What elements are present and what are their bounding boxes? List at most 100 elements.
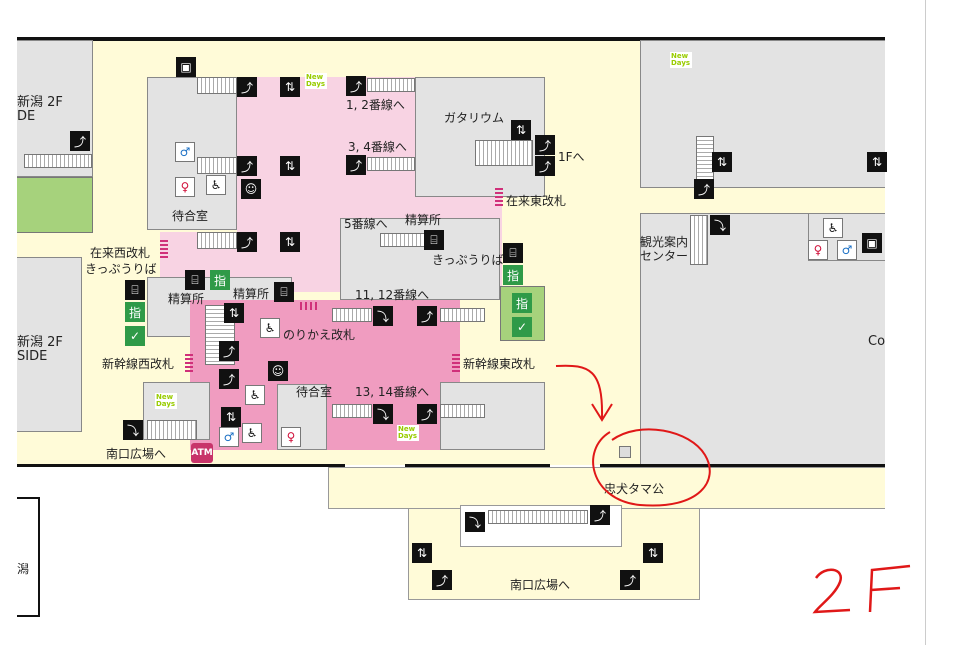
male-toilet-icon: ♂ [175, 142, 195, 162]
page-right-border [925, 0, 926, 645]
shinkansen-west-gate-label: 新幹線西改札 [102, 357, 175, 371]
stairs-icon: ⤴ [237, 232, 257, 252]
south-west-stairs [147, 420, 197, 440]
tracks-13-14-label: 13, 14番線へ [355, 385, 430, 399]
gatarium-stairs [475, 140, 533, 166]
stairs-icon: ⤴ [535, 135, 555, 155]
male-toilet-icon: ♂ [837, 240, 857, 260]
fare-adjust-label: 精算所 [233, 287, 270, 301]
waiting-room-south-label: 待合室 [296, 385, 333, 399]
north-wall [17, 37, 885, 41]
east-escalator [690, 215, 708, 265]
newdays-logo: New Days [397, 425, 419, 441]
stairs-icon: ⤴ [219, 369, 239, 389]
reserved-seat-icon: 指 [125, 302, 145, 322]
tracks-11-12-label: 11, 12番線へ [355, 288, 430, 302]
newdays-logo: New Days [305, 73, 327, 89]
escalator-icon: ⤵ [465, 512, 485, 532]
west-building-label: 新潟 2F DE [17, 95, 63, 124]
transfer-gate-label: のりかえ改札 [283, 328, 356, 342]
locker-icon: ▣ [176, 57, 196, 77]
fare-adjust-label: 精算所 [168, 292, 205, 306]
wheelchair-icon: ♿ [206, 175, 226, 195]
south-wall [600, 464, 885, 467]
escalator-icon: ⤴ [417, 306, 437, 326]
male-toilet-icon: ♂ [219, 427, 239, 447]
ticket-machine-icon: ⌸ [503, 243, 523, 263]
stairs-icon: ⤴ [237, 156, 257, 176]
escalator-icon: ⤴ [346, 76, 366, 96]
green-counter-icon: ✓ [512, 317, 532, 337]
reserved-seat-icon: 指 [512, 293, 532, 313]
escalator-13-14 [332, 404, 372, 418]
waiting-room-north-label: 待合室 [172, 209, 209, 223]
wheelchair-icon: ♿ [245, 385, 265, 405]
southwest-building-label: 潟 [17, 562, 30, 576]
stairs-icon: ⤴ [694, 179, 714, 199]
female-toilet-icon: ♀ [175, 177, 195, 197]
stairs-icon: ⤴ [535, 156, 555, 176]
ticket-office-west-label: きっぷうりば [85, 262, 157, 276]
escalator-13-14b [440, 404, 485, 418]
elevator-icon: ⇅ [224, 303, 244, 323]
stairs-icon: ⤴ [219, 341, 239, 361]
red-circle [592, 428, 711, 507]
south-escalator [488, 510, 588, 524]
escalator-icon: ⤵ [123, 420, 143, 440]
ticket-machine-icon: ⌸ [125, 280, 145, 300]
fare-adjust-icon: ⌸ [185, 270, 205, 290]
stairs-1-2 [197, 77, 237, 94]
transfer-gate [300, 302, 320, 310]
fare-adjust-icon: ⌸ [274, 282, 294, 302]
tama-statue-label: 忠犬タマ公 [604, 482, 665, 496]
wheelchair-icon: ♿ [242, 423, 262, 443]
shinkansen-west-gate [185, 354, 193, 372]
south-waiting-block [277, 384, 327, 450]
elevator-icon: ⇅ [712, 152, 732, 172]
west-building-lower-label: 新潟 2F SIDE [17, 335, 63, 364]
elevator-icon: ⇅ [280, 156, 300, 176]
escalator-icon: ⤵ [710, 215, 730, 235]
newdays-logo: New Days [670, 52, 692, 68]
escalator-icon: ⤴ [70, 131, 90, 151]
elevator-icon: ⇅ [280, 77, 300, 97]
elevator-icon: ⇅ [412, 543, 432, 563]
stairs-3-4 [197, 157, 237, 174]
west-green-area [17, 177, 93, 233]
stairs-icon: ⤴ [620, 570, 640, 590]
elevator-icon: ⇅ [867, 152, 887, 172]
gatarium-label: ガタリウム [444, 111, 505, 125]
escalator-icon: ⤵ [373, 306, 393, 326]
tourist-info-label: 観光案内 センター [640, 235, 689, 263]
elevator-icon: ⇅ [511, 120, 531, 140]
red-arrow [555, 364, 613, 422]
east-partial-label: Co [868, 334, 886, 349]
tracks-5-label: 5番線へ [344, 217, 388, 231]
atm-icon[interactable]: ATM [191, 443, 213, 463]
green-counter-icon: ✓ [125, 326, 145, 346]
south-plaza-center-label: 南口広場へ [510, 578, 571, 592]
south-plaza-west-label: 南口広場へ [106, 447, 167, 461]
locker-icon: ▣ [862, 233, 882, 253]
escalator-icon: ⤴ [417, 404, 437, 424]
tama-statue-marker [619, 446, 631, 458]
fare-adjust-label: 精算所 [405, 213, 442, 227]
escalator-11-12 [332, 308, 372, 322]
stairs-5 [197, 232, 237, 249]
elevator-icon: ⇅ [643, 543, 663, 563]
shinkansen-east-gate [452, 354, 460, 372]
elevator-icon: ⇅ [280, 232, 300, 252]
central-mid-block [340, 218, 500, 300]
reserved-seat-icon: 指 [210, 270, 230, 290]
zairai-west-gate-label: 在来西改札 [90, 246, 151, 260]
escalator-icon: ⤴ [346, 155, 366, 175]
zairai-east-gate-label: 在来東改札 [506, 194, 567, 208]
southwest-building [17, 497, 40, 617]
female-toilet-icon: ♀ [808, 240, 828, 260]
escalator-icon: ⤵ [373, 404, 393, 424]
tracks-3-4-label: 3, 4番線へ [348, 140, 407, 154]
wheelchair-icon: ♿ [823, 218, 843, 238]
reserved-seat-icon: 指 [503, 265, 523, 285]
newdays-logo: New Days [155, 393, 177, 409]
to-1f-label: 1Fへ [558, 150, 585, 164]
